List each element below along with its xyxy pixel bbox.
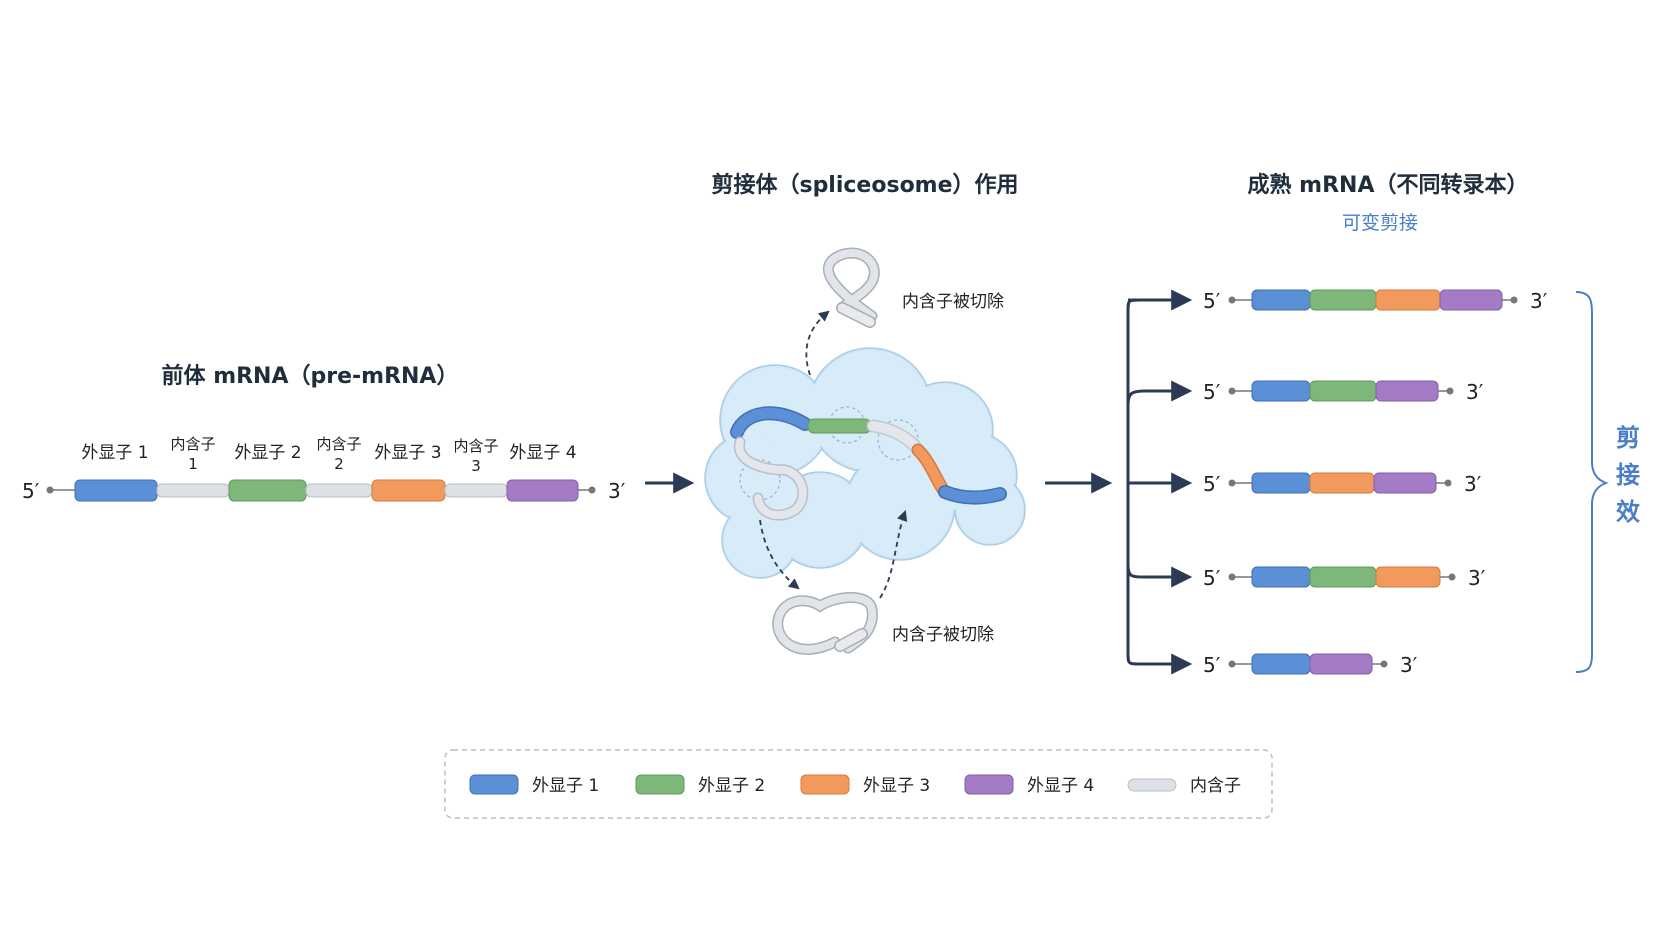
transcript-exon-2 — [1309, 289, 1377, 311]
pre-intron-label-3: 内含子 — [453, 437, 498, 455]
bracket-char-2: 接 — [1616, 461, 1640, 489]
transcript-five-prime: 5′ — [1203, 653, 1221, 677]
legend-item-exon1: 外显子 1 — [469, 774, 599, 796]
pre-intron-number-2: 2 — [334, 455, 344, 473]
pre-exon-1 — [74, 479, 158, 502]
pre-exon-4 — [506, 479, 579, 502]
legend-swatch-exon4 — [964, 774, 1014, 795]
pre-intron-2 — [305, 483, 373, 498]
legend-item-exon3: 外显子 3 — [800, 774, 930, 796]
transcript-exon-1 — [1251, 472, 1311, 494]
transcript-exon-4 — [1439, 289, 1503, 311]
dashed-arrow-top — [805, 310, 830, 376]
legend-swatch-exon1 — [469, 774, 519, 795]
pre-mrna-three-prime: 3′ — [608, 479, 626, 503]
pre-exon-label-3: 外显子 3 — [374, 443, 441, 463]
transcript-three-prime: 3′ — [1466, 380, 1484, 404]
mature-transcripts: 5′ 3′ 5′ 3′ 5′ 3′ 5′ 3′ 5′ 3′ — [1203, 289, 1548, 677]
right-bracket — [1575, 291, 1609, 673]
transcript-exon-2 — [1309, 380, 1377, 402]
legend-item-exon4: 外显子 4 — [964, 774, 1094, 796]
pre-mrna-five-prime: 5′ — [22, 479, 40, 503]
legend-label-exon2: 外显子 2 — [698, 776, 765, 796]
transcript-2: 5′ 3′ — [1203, 380, 1484, 404]
transcript-exon-4 — [1375, 380, 1439, 402]
transcript-exon-1 — [1251, 289, 1311, 311]
transcript-1: 5′ 3′ — [1203, 289, 1548, 313]
legend-label-exon3: 外显子 3 — [863, 776, 930, 796]
transcript-5: 5′ 3′ — [1203, 653, 1418, 677]
cloud-exon-2 — [807, 418, 872, 434]
transcript-3: 5′ 3′ — [1203, 472, 1482, 496]
legend-item-exon2: 外显子 2 — [635, 774, 765, 796]
pre-intron-3 — [444, 483, 508, 498]
pre-intron-label-1: 内含子 — [170, 435, 215, 453]
transcript-exon-3 — [1375, 289, 1441, 311]
mature-mrna-title: 成熟 mRNA（不同转录本） — [1248, 172, 1529, 198]
excised-intron-bottom: 内含子被切除 — [772, 592, 994, 655]
legend-label-exon1: 外显子 1 — [532, 776, 599, 796]
pre-exon-label-1: 外显子 1 — [81, 443, 148, 463]
transcript-exon-1 — [1251, 653, 1311, 675]
intron-removed-bottom-label: 内含子被切除 — [892, 625, 994, 645]
transcript-exon-3 — [1309, 472, 1375, 494]
legend-swatch-exon2 — [635, 774, 685, 795]
pre-exon-label-2: 外显子 2 — [234, 443, 301, 463]
pre-exon-2 — [228, 479, 307, 502]
transcript-five-prime: 5′ — [1203, 380, 1221, 404]
transcript-three-prime: 3′ — [1400, 653, 1418, 677]
pre-intron-1 — [156, 483, 230, 498]
legend-swatch-exon3 — [800, 774, 850, 795]
legend-item-intron: 内含子 — [1127, 776, 1241, 796]
transcript-exon-2 — [1309, 566, 1377, 588]
transcript-three-prime: 3′ — [1468, 566, 1486, 590]
excised-intron-top: 内含子被切除 — [823, 247, 1004, 328]
transcript-exon-1 — [1251, 566, 1311, 588]
transcript-three-prime: 3′ — [1530, 289, 1548, 313]
transcript-exon-4 — [1373, 472, 1437, 494]
transcript-exon-3 — [1375, 566, 1441, 588]
pre-exon-label-4: 外显子 4 — [509, 443, 576, 463]
transcript-five-prime: 5′ — [1203, 566, 1221, 590]
legend-swatch-intron — [1127, 778, 1177, 792]
transcript-exon-4 — [1309, 653, 1373, 675]
spliceosome-cloud — [704, 347, 1026, 579]
pre-intron-label-2: 内含子 — [316, 435, 361, 453]
transcript-4: 5′ 3′ — [1203, 566, 1486, 590]
pre-exon-3 — [371, 479, 446, 502]
spliceosome-title: 剪接体（spliceosome）作用 — [711, 172, 1018, 198]
pre-mrna-strand: 5′ 3′ 外显子 1 外显子 2 外显子 3 外显子 4 内含子 1 内含子 … — [22, 435, 626, 503]
pre-mrna-title: 前体 mRNA（pre-mRNA） — [162, 363, 459, 389]
transcript-five-prime: 5′ — [1203, 472, 1221, 496]
alternative-splicing-subtitle: 可变剪接 — [1342, 212, 1418, 234]
legend-label-exon4: 外显子 4 — [1027, 776, 1094, 796]
legend-label-intron: 内含子 — [1190, 776, 1241, 796]
dashed-arrow-bottom-left — [759, 519, 800, 590]
intron-removed-top-label: 内含子被切除 — [902, 292, 1004, 312]
pre-intron-number-3: 3 — [471, 457, 481, 475]
pre-intron-number-1: 1 — [188, 455, 198, 473]
transcript-five-prime: 5′ — [1203, 289, 1221, 313]
bracket-char-1: 剪 — [1616, 424, 1640, 452]
transcript-three-prime: 3′ — [1464, 472, 1482, 496]
legend: 外显子 1 外显子 2 外显子 3 外显子 4 内含子 — [444, 749, 1273, 819]
transcript-branch-arrows — [1126, 289, 1193, 675]
bracket-char-3: 效 — [1616, 498, 1640, 526]
transcript-exon-1 — [1251, 380, 1311, 402]
